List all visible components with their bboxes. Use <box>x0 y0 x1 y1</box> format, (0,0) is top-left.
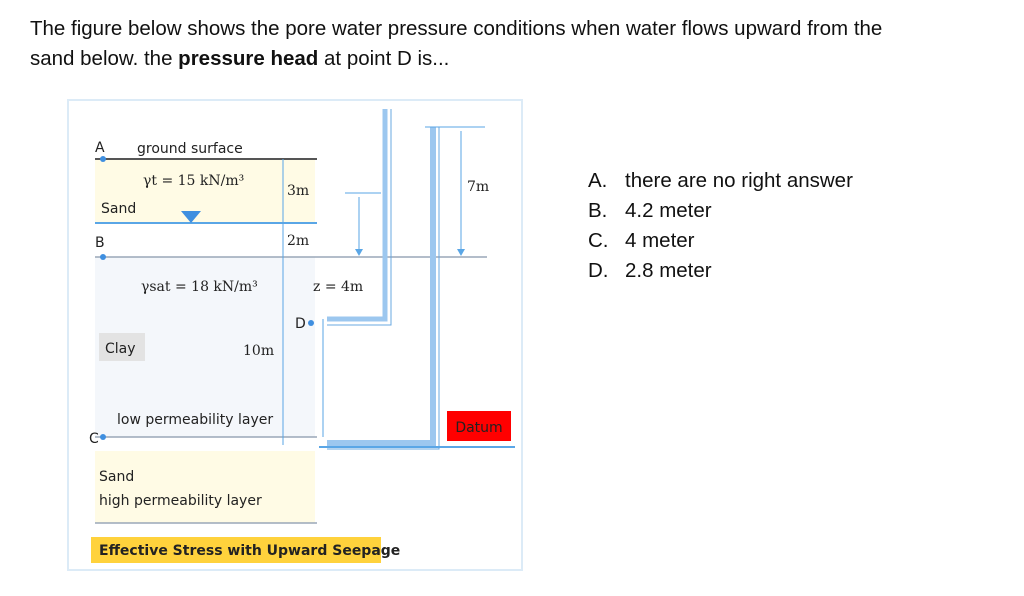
point-a-marker <box>100 156 106 162</box>
datum-label: Datum <box>455 420 502 436</box>
dim-3m-label: 3m <box>287 183 309 199</box>
sand-layer-bottom <box>95 451 315 523</box>
dim-10m-label: 10m <box>243 343 274 359</box>
datum-label-bg <box>447 411 511 441</box>
piezometer-tube-bottom-outline <box>327 127 440 450</box>
piezometer-d-arrow <box>355 249 363 256</box>
label-point-a: A <box>95 140 105 156</box>
point-d-marker <box>308 320 314 326</box>
point-b-marker <box>100 254 106 260</box>
sand-bottom-label: Sand <box>99 469 134 485</box>
dim-2m-label: 2m <box>287 233 309 249</box>
piezometer-tube-d <box>327 109 388 322</box>
water-table-marker <box>181 211 201 223</box>
figure-caption: Effective Stress with Upward Seepage <box>99 543 400 559</box>
answer-option-a[interactable]: A.there are no right answer <box>588 169 853 192</box>
ground-surface-label: ground surface <box>137 141 243 157</box>
label-point-b: B <box>95 235 105 251</box>
caption-bg <box>91 537 381 563</box>
label-point-d: D <box>295 316 306 332</box>
clay-label: Clay <box>105 341 136 357</box>
piezometer-tube-d-outline <box>327 109 392 326</box>
gamma-t-label: γt = 15 kN/m³ <box>143 173 244 189</box>
seepage-figure: A B C ground surface γt = 15 kN/m³ Sand … <box>67 99 523 571</box>
piezometer-tube-bottom <box>327 127 436 446</box>
low-permeability-label: low permeability layer <box>117 412 273 428</box>
question-emphasis: pressure head <box>178 47 319 70</box>
answer-option-b[interactable]: B.4.2 meter <box>588 199 712 222</box>
sand-layer-top <box>95 159 315 223</box>
dim-7m-label: 7m <box>467 179 489 195</box>
answer-option-c[interactable]: C.4 meter <box>588 229 695 252</box>
label-point-c: C <box>89 431 99 447</box>
answer-option-d[interactable]: D.2.8 meter <box>588 259 712 282</box>
high-permeability-label: high permeability layer <box>99 493 262 509</box>
head-7m-arrow <box>457 249 465 256</box>
clay-label-bg <box>99 333 145 361</box>
answer-options: A.there are no right answer B.4.2 meter … <box>588 166 853 286</box>
sand-top-label: Sand <box>101 201 136 217</box>
point-c-marker <box>100 434 106 440</box>
question-line-1: The figure below shows the pore water pr… <box>30 17 883 40</box>
seepage-diagram: A B C ground surface γt = 15 kN/m³ Sand … <box>89 109 515 563</box>
z-label: z = 4m <box>313 279 363 295</box>
question-text: The figure below shows the pore water pr… <box>30 14 1010 74</box>
gamma-sat-label: γsat = 18 kN/m³ <box>141 279 258 295</box>
question-line-2: sand below. the pressure head at point D… <box>30 47 450 70</box>
